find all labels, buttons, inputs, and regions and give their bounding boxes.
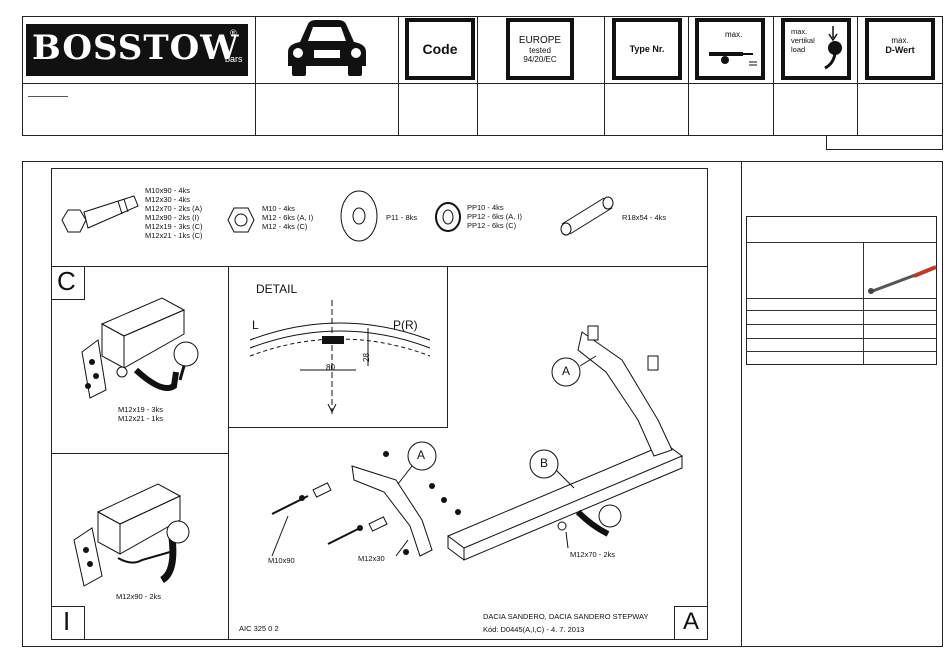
header-tab xyxy=(826,136,943,150)
max-trailer-sign: max. xyxy=(695,18,765,80)
header-col-divider xyxy=(857,16,858,136)
panel-c-label: M12x19 - 3ks xyxy=(118,405,164,414)
variant-letter: A xyxy=(683,608,700,635)
drawing-frame xyxy=(22,161,943,647)
vertical-load-sign: max. vertikal load xyxy=(781,18,851,80)
panel-i-label: M12x90 - 2ks xyxy=(116,592,162,601)
spacer-label: R18x54 - 4ks xyxy=(622,213,667,222)
bolt-icon xyxy=(61,195,139,233)
washer-icon xyxy=(340,190,378,242)
spring-washer-icon xyxy=(435,202,461,232)
nut-item: M12 - 6ks (A, I) xyxy=(262,213,314,222)
spring-washer-item: PP10 - 4ks xyxy=(467,203,504,212)
header-col-divider xyxy=(477,16,478,136)
callout-b: B xyxy=(540,456,549,470)
bolt-item: M10x90 - 4ks xyxy=(145,186,191,195)
header-table xyxy=(22,16,943,136)
towbar-assembly-drawing xyxy=(271,325,683,561)
detail-panel xyxy=(228,266,448,428)
panel-i-letter-box xyxy=(51,606,85,640)
type-label: Type Nr. xyxy=(629,44,665,54)
europe-line: tested xyxy=(529,45,551,55)
dwert-sign: max. D-Wert xyxy=(865,18,935,80)
frame-divider xyxy=(741,161,742,647)
header-col-divider xyxy=(773,16,774,136)
bosstow-logo: BOSSTOW ® bars xyxy=(26,24,248,76)
label-m10x90: M10x90 xyxy=(268,556,295,565)
label-m12x70: M12x70 - 2ks xyxy=(570,550,616,559)
header-col-divider xyxy=(255,16,256,136)
main-drawing-frame xyxy=(51,168,708,640)
underline-mark xyxy=(28,96,68,97)
europe-line: 94/20/EC xyxy=(523,54,557,64)
max-trailer-label: max. xyxy=(725,30,743,39)
spring-washer-list: PP10 - 4ks PP12 - 6ks (A, I) PP12 - 6ks … xyxy=(467,203,522,230)
torque-wrench-icon xyxy=(868,265,937,294)
bolt-item: M12x90 - 2ks (I) xyxy=(145,213,200,222)
panel-c-letter: C xyxy=(57,266,76,296)
vertical-line: vertikal xyxy=(791,36,815,45)
europe-sign: EUROPE tested 94/20/EC xyxy=(506,18,574,80)
panel-i-letter: I xyxy=(63,606,71,636)
nut-item: M10 - 4ks xyxy=(262,204,295,213)
detail-title: DETAIL xyxy=(256,282,298,296)
spring-washer-item: PP12 - 6ks (C) xyxy=(467,221,517,230)
detail-l: L xyxy=(252,318,259,332)
detail-dim-h: 80 xyxy=(326,363,335,372)
left-column-divider xyxy=(228,266,229,640)
washer-label: P11 - 8ks xyxy=(386,213,418,222)
kod-line: Kód: D0445(A,I,C) - 4. 7. 2013 xyxy=(483,625,585,634)
callout-a-left: A xyxy=(417,448,426,462)
nut-icon xyxy=(227,207,255,233)
detail-drawing xyxy=(249,300,431,416)
panel-c-labels: M12x19 - 3ks M12x21 - 1ks xyxy=(118,405,163,423)
bolt-item: M12x30 - 4ks xyxy=(145,195,191,204)
towbar-c-illustration xyxy=(81,297,199,399)
header-row-divider xyxy=(22,83,943,84)
callout-a-right: A xyxy=(562,364,571,378)
drawing-code: AIC 325 0 2 xyxy=(239,624,279,633)
side-table xyxy=(746,216,937,365)
vertical-line: load xyxy=(791,45,806,54)
nut-list: M10 - 4ks M12 - 6ks (A, I) M12 - 4ks (C) xyxy=(262,204,313,231)
spacer-tube-icon xyxy=(560,196,614,236)
panel-c-letter-box xyxy=(51,266,85,300)
label-m12x30: M12x30 xyxy=(358,554,385,563)
logo-registered: ® xyxy=(230,28,237,38)
towbar-i-illustration xyxy=(73,483,190,587)
detail-pr: P(R) xyxy=(393,318,418,332)
header-col-divider xyxy=(398,16,399,136)
type-sign: Type Nr. xyxy=(612,18,682,80)
code-sign: Code xyxy=(405,18,475,80)
dwert-line: max. xyxy=(891,36,909,45)
panel-c-label: M12x21 - 1ks xyxy=(118,414,164,423)
bolt-list: M10x90 - 4ks M12x30 - 4ks M12x70 - 2ks (… xyxy=(145,186,203,240)
car-icon xyxy=(288,20,366,76)
vehicle-name: DACIA SANDERO, DACIA SANDERO STEPWAY xyxy=(483,612,649,621)
europe-line: EUROPE xyxy=(518,34,562,46)
header-col-divider xyxy=(688,16,689,136)
vertical-line: max. xyxy=(791,27,808,36)
logo-sub: bars xyxy=(225,54,243,64)
dwert-line: D-Wert xyxy=(885,45,915,55)
bolt-item: M12x70 - 2ks (A) xyxy=(145,204,203,213)
trailer-icon xyxy=(709,52,757,66)
header-col-divider xyxy=(604,16,605,136)
nut-item: M12 - 4ks (C) xyxy=(262,222,308,231)
code-label: Code xyxy=(422,41,458,57)
towball-arrow-icon xyxy=(824,26,842,70)
variant-letter-box xyxy=(674,606,708,640)
c-i-divider xyxy=(51,453,228,454)
spring-washer-item: PP12 - 6ks (A, I) xyxy=(467,212,523,221)
bolt-item: M12x19 - 3ks (C) xyxy=(145,222,203,231)
bolt-item: M12x21 - 1ks (C) xyxy=(145,231,203,240)
logo-text: BOSSTOW xyxy=(32,28,240,68)
